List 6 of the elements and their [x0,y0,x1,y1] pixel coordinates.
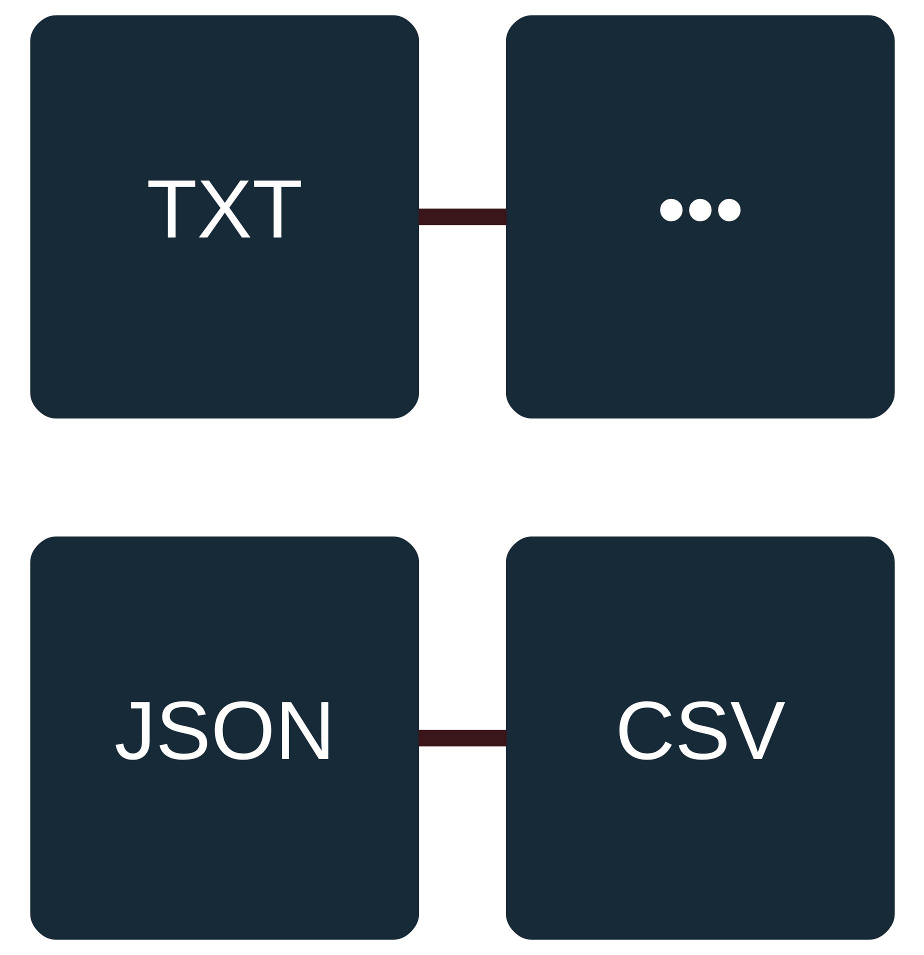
node-box: TXT [30,15,419,419]
node-box: ••• [505,15,894,419]
connector [418,208,506,226]
node-box: JSON [30,536,419,940]
node-box: CSV [505,536,894,940]
connector [418,730,506,746]
